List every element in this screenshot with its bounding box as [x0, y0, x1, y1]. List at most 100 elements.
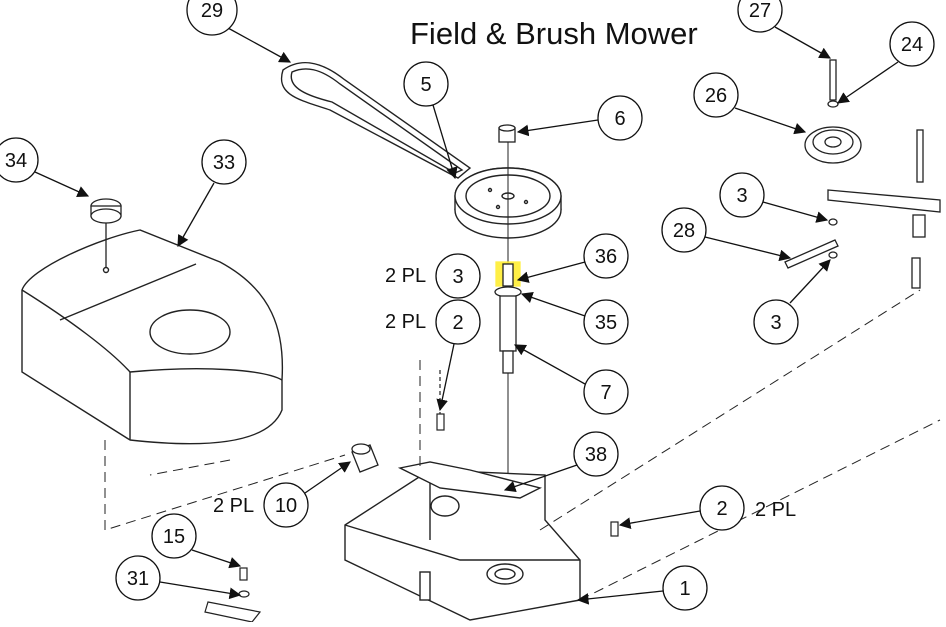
callout-number-c29: 29 — [201, 0, 223, 22]
callout-bubble-c28 — [661, 207, 707, 253]
callout-bubble-c27 — [737, 0, 783, 33]
callout-bubble-c7 — [583, 369, 629, 415]
callout-number-c24: 24 — [901, 34, 923, 56]
callout-number-c27: 27 — [749, 0, 771, 22]
callout-bubble-c31 — [115, 555, 161, 601]
callout-c3a: 3 — [435, 253, 481, 299]
callout-leader-c7 — [513, 344, 586, 385]
callout-c15: 15 — [151, 513, 242, 569]
callout-leader-c36 — [516, 261, 586, 283]
callout-leader-c2a — [436, 343, 455, 412]
callout-leader-c38 — [503, 464, 578, 493]
spindle-part — [494, 261, 522, 374]
callout-c29: 29 — [186, 0, 292, 63]
callout-c26: 26 — [693, 72, 807, 135]
callout-bubble-c34 — [0, 137, 39, 183]
deck-part — [344, 461, 581, 621]
callout-leader-c31 — [159, 581, 242, 600]
cover-part — [21, 229, 284, 445]
callout-bubble-c1 — [662, 565, 708, 611]
callout-c28: 28 — [661, 207, 792, 262]
callout-c33: 33 — [177, 139, 247, 248]
callout-bubble-c15 — [151, 513, 197, 559]
callout-c3b: 3 — [719, 172, 829, 223]
qty-note-2pl-2b: 2 PL — [755, 499, 797, 521]
callout-bubble-c26 — [693, 72, 739, 118]
callout-bubble-c33 — [201, 139, 247, 185]
dashed-guides — [104, 289, 941, 601]
callout-c36: 36 — [516, 233, 629, 283]
callout-leader-c24 — [837, 61, 899, 104]
callout-c27: 27 — [737, 0, 832, 59]
callout-number-c3c: 3 — [770, 312, 781, 334]
callout-bubble-c3b — [719, 172, 765, 218]
callout-c34: 34 — [0, 137, 90, 197]
callout-c10: 10 — [263, 461, 351, 528]
callout-c24: 24 — [837, 21, 935, 104]
callout-leader-c10 — [304, 461, 351, 494]
callout-number-c33: 33 — [213, 152, 235, 174]
callout-bubble-c10 — [263, 482, 309, 528]
callout-bubble-c29 — [186, 0, 238, 36]
callout-number-c3a: 3 — [452, 266, 463, 288]
callout-number-c15: 15 — [163, 526, 185, 548]
callout-bubble-c2a — [435, 299, 481, 345]
callout-leader-c33 — [177, 182, 215, 248]
qty-note-2pl-3: 2 PL — [385, 265, 427, 287]
callout-number-c31: 31 — [127, 568, 149, 590]
callout-leader-c15 — [191, 549, 242, 569]
callout-number-c7: 7 — [600, 382, 611, 404]
callout-leader-c27 — [774, 26, 832, 59]
callout-number-c5: 5 — [420, 74, 431, 96]
knob-part — [90, 198, 122, 268]
qty-note-2pl-2: 2 PL — [385, 311, 427, 333]
callout-number-c2b: 2 — [716, 498, 727, 520]
callout-leader-c29 — [227, 27, 292, 63]
callout-c6: 6 — [516, 95, 643, 141]
callout-c31: 31 — [115, 555, 242, 601]
callout-number-c3b: 3 — [736, 185, 747, 207]
callout-leader-c2b — [618, 510, 701, 529]
callout-leader-c5 — [432, 104, 458, 180]
callout-number-c26: 26 — [705, 85, 727, 107]
callout-number-c34: 34 — [5, 150, 27, 172]
callout-leader-c28 — [704, 236, 792, 262]
callout-c5: 5 — [403, 61, 458, 180]
idler-assembly — [784, 59, 941, 289]
callout-leader-c1 — [576, 590, 664, 605]
callout-c7: 7 — [513, 344, 629, 415]
callout-c2b: 2 — [618, 485, 745, 531]
callout-leader-c35 — [520, 291, 586, 317]
callout-bubble-c6 — [597, 95, 643, 141]
callout-number-c2a: 2 — [452, 312, 463, 334]
callout-c35: 35 — [520, 291, 629, 345]
callout-leader-c3b — [762, 201, 829, 223]
callout-c3c: 3 — [753, 259, 831, 345]
callout-number-c6: 6 — [614, 108, 625, 130]
callout-number-c36: 36 — [595, 246, 617, 268]
callout-bubble-c36 — [583, 233, 629, 279]
callout-bubble-c3c — [753, 299, 799, 345]
callout-leader-c3c — [789, 259, 831, 304]
callout-number-c10: 10 — [275, 495, 297, 517]
bushing-part — [351, 443, 379, 473]
diagram-title: Field & Brush Mower — [410, 16, 698, 51]
callout-leader-c6 — [516, 119, 599, 137]
callout-number-c28: 28 — [673, 220, 695, 242]
callout-c38: 38 — [503, 431, 619, 493]
callout-bubble-c24 — [889, 21, 935, 67]
nut-part — [498, 124, 516, 143]
callout-leader-c34 — [34, 171, 90, 197]
callout-c1: 1 — [576, 565, 708, 611]
callout-bubble-c3a — [435, 253, 481, 299]
callout-number-c1: 1 — [679, 578, 690, 600]
belt-part — [280, 61, 472, 179]
qty-note-2pl-10: 2 PL — [213, 495, 255, 517]
callout-bubble-c35 — [583, 299, 629, 345]
callout-bubble-c38 — [573, 431, 619, 477]
callout-leader-c26 — [734, 107, 807, 135]
callout-number-c38: 38 — [585, 444, 607, 466]
callout-c2a: 2 — [435, 299, 481, 412]
